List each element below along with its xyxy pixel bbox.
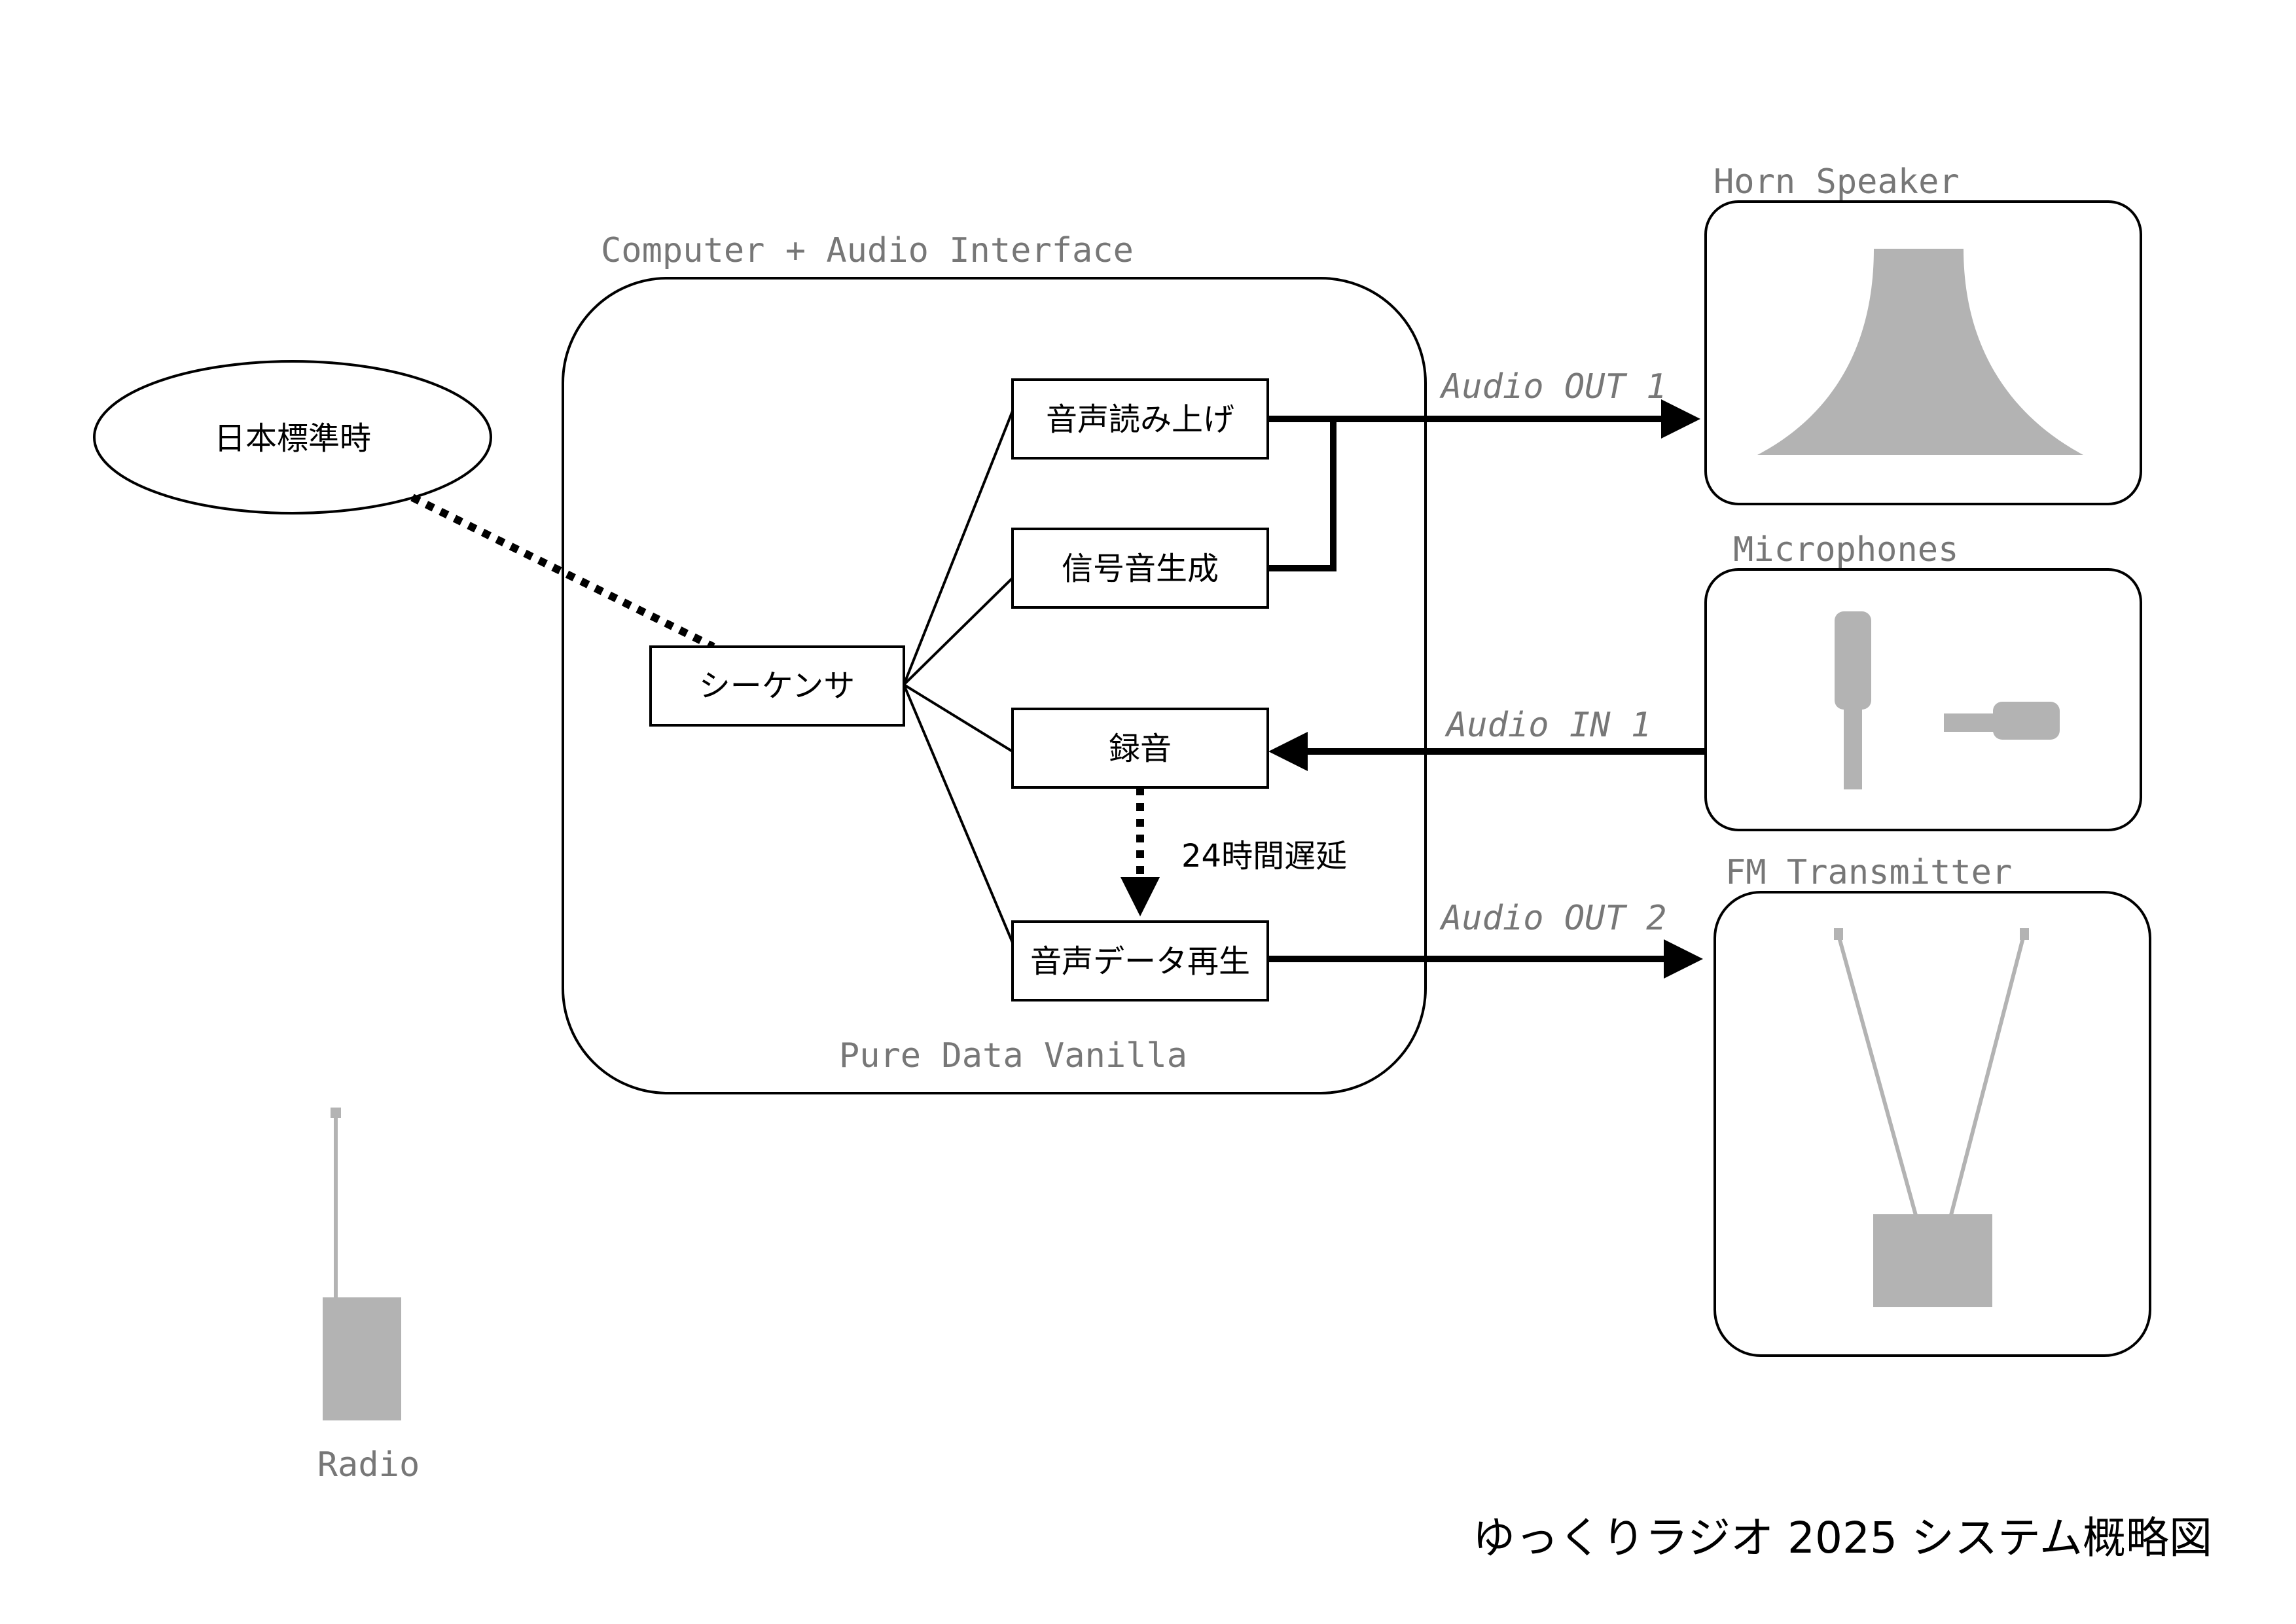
seq-to-signal-line [903,577,1014,686]
diagram-title: ゆっくりラジオ 2025 システム概略図 [1472,1513,2212,1563]
horn-speaker-label: Horn Speaker [1713,162,1960,202]
signal-merge-line [1268,419,1336,571]
tts-node [1011,378,1269,460]
audio-out-2-label: Audio OUT 2 [1439,899,1666,938]
horn-speaker-box [1704,200,2142,505]
radio-label: Radio [317,1445,420,1485]
microphone-icon [1944,702,2060,740]
seq-to-record-line [903,683,1014,753]
delay-label: 24時間遅延 [1181,838,1347,875]
fm-transmitter-label: FM Transmitter [1725,853,2012,892]
microphones-label: Microphones [1733,530,1958,569]
microphones-box [1704,568,2142,831]
jst-label: 日本標準時 [214,420,371,457]
computer-group-box [562,277,1427,1094]
signal-node [1011,528,1269,609]
jst-node [93,360,492,514]
horn-speaker-icon [1757,249,2083,455]
playback-node [1011,920,1269,1001]
audio-out-2-arrowhead [1664,939,1703,979]
audio-out-1-label: Audio OUT 1 [1439,367,1666,406]
microphone-icon [1835,611,1871,789]
record-label: 録音 [1109,731,1172,767]
fm-transmitter-icon [1834,928,2029,1307]
radio-icon [323,1108,401,1420]
seq-to-playback-line [903,684,1014,943]
pure-data-label: Pure Data Vanilla [839,1036,1187,1075]
audio-in-1-label: Audio IN 1 [1444,706,1651,745]
audio-out-1-arrowhead [1661,399,1700,439]
audio-in-1-arrowhead [1268,732,1308,771]
sequencer-label: シーケンサ [699,668,855,704]
seq-to-tts-line [903,410,1014,685]
delay-arrowhead [1121,877,1160,916]
playback-label: 音声データ再生 [1030,943,1250,980]
record-node [1011,708,1269,789]
signal-label: 信号音生成 [1062,550,1219,587]
tts-label: 音声読み上げ [1046,401,1234,438]
fm-transmitter-box [1713,891,2151,1357]
computer-group-label: Computer + Audio Interface [601,231,1134,270]
